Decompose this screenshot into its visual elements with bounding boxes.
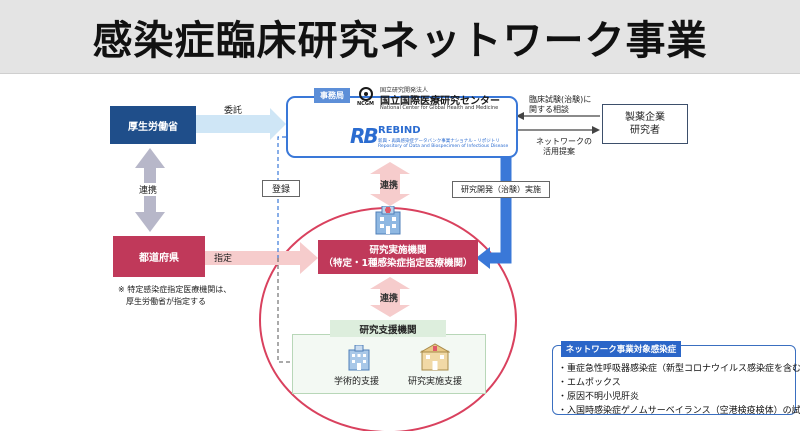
ncgm-name-en: National Center for Global Health and Me… bbox=[380, 105, 499, 111]
page-title: 感染症臨床研究ネットワーク事業 bbox=[92, 17, 708, 64]
trial-consult-line-1: 臨床試験(治験)に bbox=[529, 95, 592, 104]
institution-line-1: 研究実施機関 bbox=[369, 245, 427, 256]
ncgm-logo-text: NCGM bbox=[357, 101, 374, 107]
commission-label: 委託 bbox=[224, 106, 243, 116]
mhlw-box: 厚生労働省 bbox=[110, 106, 196, 144]
pharma-line-2: 研究者 bbox=[630, 125, 660, 136]
rebind-sub-en: Repository of Data and Biospecimen of In… bbox=[378, 144, 509, 149]
academic-support-label: 学術的支援 bbox=[334, 377, 380, 387]
pharma-box: 製薬企業 研究者 bbox=[602, 104, 688, 144]
research-dev-arrowhead bbox=[476, 247, 490, 269]
trial-consult-line-2: 関する相談 bbox=[529, 105, 569, 114]
ncgm-name: 国立国際医療研究センター bbox=[380, 96, 500, 107]
registration-dashed-line-lower bbox=[277, 258, 292, 363]
prefecture-label: 都道府県 bbox=[139, 253, 179, 264]
hospital-icon bbox=[375, 206, 401, 235]
support-title: 研究支援機関 bbox=[359, 324, 417, 336]
cooperation-vertical-label: 連携 bbox=[138, 183, 159, 196]
university-icon bbox=[348, 345, 370, 371]
rebind-sub-jp: 新興・再興感染症データバンク事業ナショナル・リポジトリ bbox=[378, 139, 500, 144]
secretariat-tag: 事務局 bbox=[314, 88, 350, 103]
support-title-box: 研究支援機関 bbox=[330, 320, 446, 337]
secretariat-tag-label: 事務局 bbox=[320, 91, 344, 100]
pharma-line-1: 製薬企業 bbox=[625, 112, 665, 123]
disease-item: ・重症急性呼吸器感染症（新型コロナウイルス感染症を含む） bbox=[558, 364, 800, 374]
note-line-1: ※ 特定感染症指定医療機関は、 bbox=[118, 285, 232, 294]
research-institution-box: 研究実施機関 （特定・1種感染症指定医療機関） bbox=[318, 240, 478, 274]
diseases-title: ネットワーク事業対象感染症 bbox=[565, 345, 677, 355]
institution-line-2: （特定・1種感染症指定医療機関） bbox=[323, 258, 473, 269]
diseases-list: ・重症急性呼吸器感染症（新型コロナウイルス感染症を含む） ・エムポックス ・原因… bbox=[558, 362, 800, 418]
note-line-2: 厚生労働省が指定する bbox=[126, 297, 206, 306]
prefecture-box: 都道府県 bbox=[113, 236, 205, 277]
designation-label: 指定 bbox=[214, 254, 233, 264]
research-dev-label: 研究開発（治験）実施 bbox=[461, 185, 541, 194]
disease-item: ・エムポックス bbox=[558, 378, 621, 388]
ncgm-org-small: 国立研究開発法人 bbox=[380, 87, 429, 94]
designation-arrow bbox=[205, 242, 318, 274]
implementation-support-label: 研究実施支援 bbox=[408, 377, 463, 387]
disease-item: ・原因不明小児肝炎 bbox=[558, 392, 640, 402]
ncgm-logo-icon bbox=[359, 87, 373, 101]
disease-item: ・入国時感染症ゲノムサーベイランス（空港検疫検体）の試料 bbox=[558, 406, 800, 416]
rebind-logo-icon: RB bbox=[350, 124, 379, 148]
support-facility-icon bbox=[420, 343, 450, 371]
cooperation-upper-arrow bbox=[370, 162, 410, 206]
secretariat-box bbox=[286, 96, 518, 158]
research-dev-arrow bbox=[488, 155, 512, 264]
consult-arrowhead bbox=[516, 112, 524, 120]
title-bar: 感染症臨床研究ネットワーク事業 bbox=[0, 0, 800, 74]
diseases-title-box: ネットワーク事業対象感染症 bbox=[561, 341, 681, 357]
cooperation-lower-arrow bbox=[370, 277, 410, 317]
cooperation-upper-label: 連携 bbox=[380, 181, 399, 191]
cooperation-lower-label: 連携 bbox=[380, 294, 399, 304]
rebind-name: REBIND bbox=[378, 125, 421, 136]
registration-label: 登録 bbox=[271, 185, 290, 195]
network-proposal-line-2: 活用提案 bbox=[543, 147, 575, 156]
mhlw-label: 厚生労働省 bbox=[128, 121, 178, 133]
research-dev-box: 研究開発（治験）実施 bbox=[452, 181, 550, 198]
proposal-arrowhead bbox=[592, 126, 600, 134]
commission-arrow bbox=[196, 108, 286, 140]
network-proposal-line-1: ネットワークの bbox=[536, 137, 592, 146]
registration-box: 登録 bbox=[262, 180, 300, 197]
